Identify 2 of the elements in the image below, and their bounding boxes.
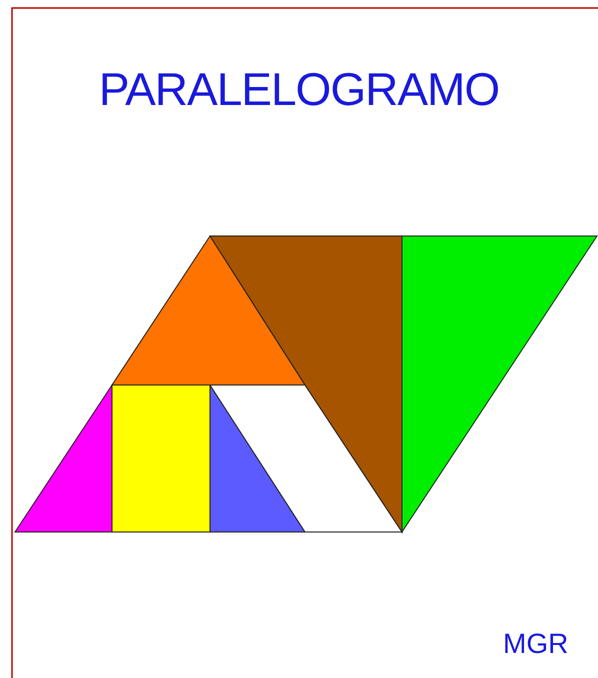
author-initials: MGR — [503, 628, 568, 660]
title: PARALELOGRAMO — [98, 62, 500, 116]
